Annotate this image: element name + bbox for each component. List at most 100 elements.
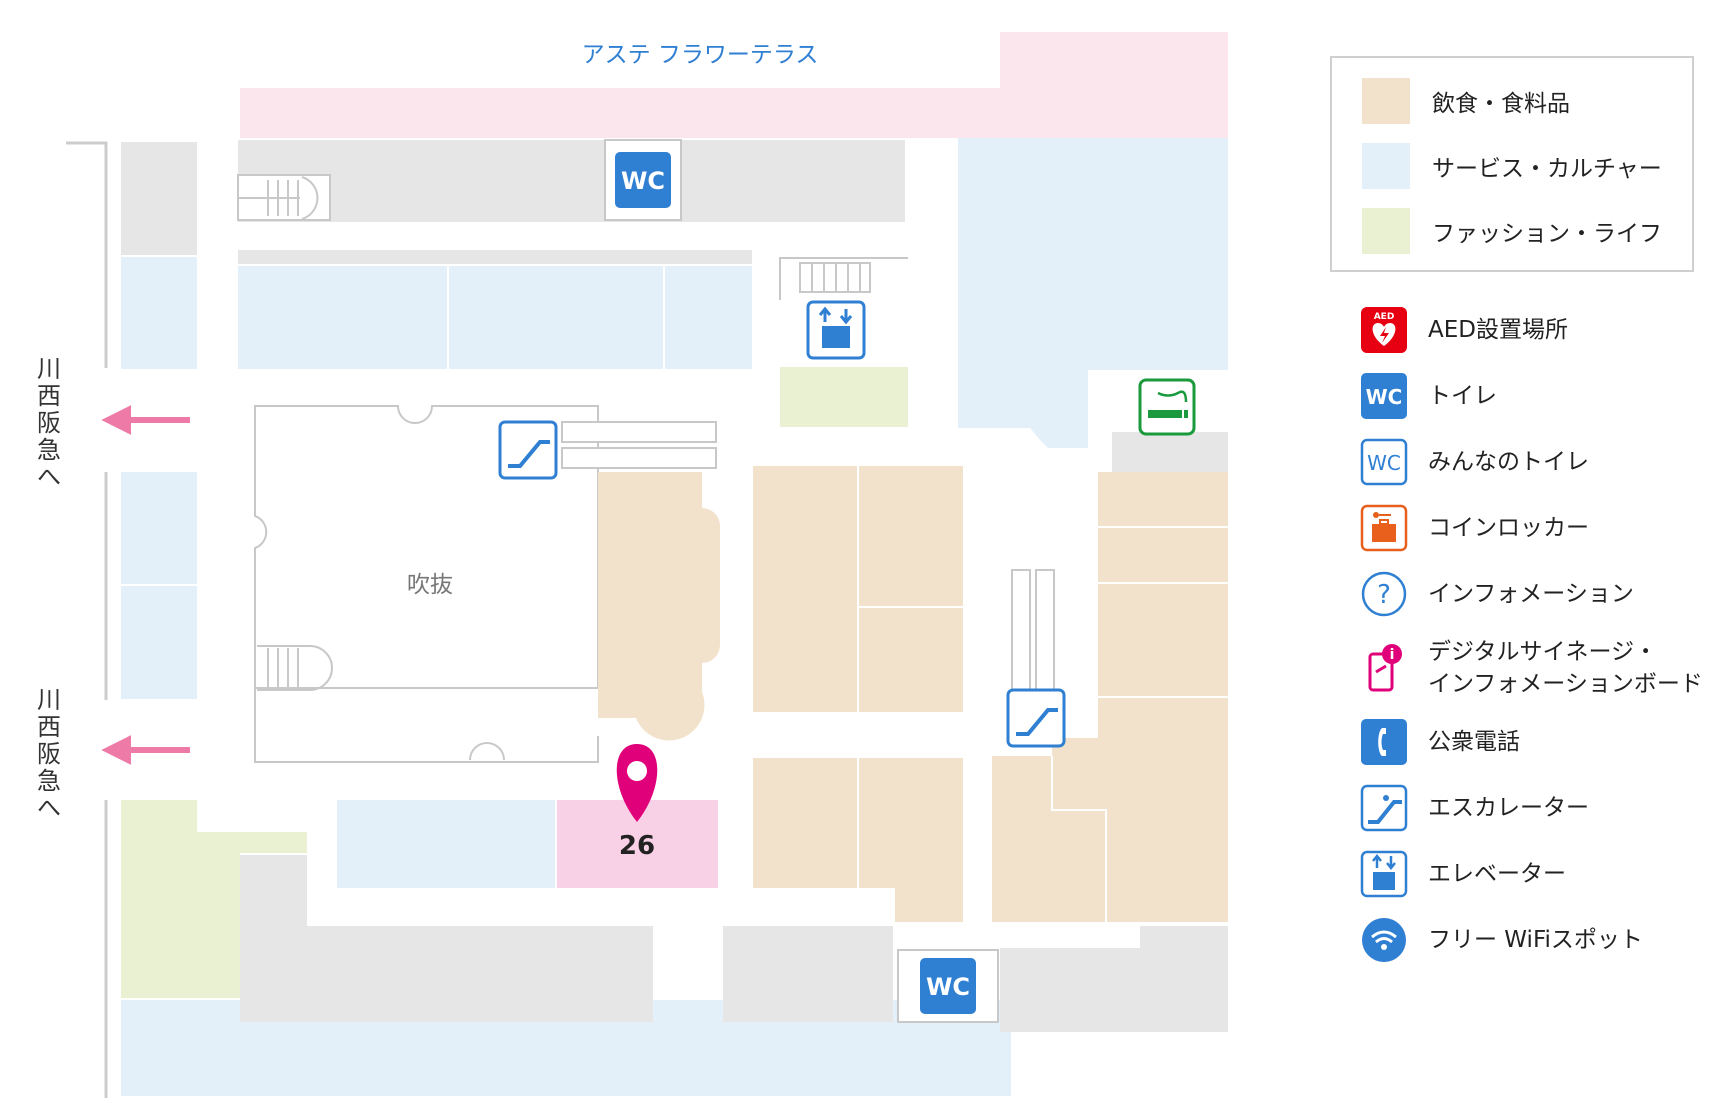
public-phone-icon [1360, 718, 1408, 766]
legend-swatch-fashion [1362, 208, 1410, 254]
stair-top-left-curve [301, 176, 319, 220]
location-pin-hole [627, 761, 647, 781]
shop-food-b [859, 466, 963, 606]
exit-arrow-top-icon [101, 405, 190, 435]
shop-left-5 [121, 800, 307, 998]
shop-left-1 [121, 142, 197, 255]
wc-bottom-label: WC [926, 973, 970, 1001]
wc-top-label: WC [621, 167, 665, 195]
coin-locker-icon [1360, 504, 1408, 552]
wc-top-icon[interactable] [615, 152, 671, 208]
escalator-right-steps-2 [1035, 569, 1055, 691]
shop-food-tall [598, 472, 720, 741]
marker-number: 26 [619, 831, 655, 861]
shop-food-right-3 [1098, 584, 1228, 696]
digital-signage-icon: i [1360, 644, 1408, 692]
exit-arrow-bottom-icon [101, 735, 190, 765]
legend-item-information: ? インフォメーション [1360, 570, 1634, 618]
elevator-map-car [822, 326, 850, 348]
legend-item-digital-signage: i デジタルサイネージ・インフォメーションボード [1360, 636, 1703, 700]
shop-service-c [665, 266, 752, 369]
legend-icon-label: コインロッカー [1428, 515, 1589, 541]
legend-icon-label: フリー WiFiスポット [1428, 927, 1643, 953]
legend-category-food: 飲食・食料品 [1362, 78, 1570, 124]
svg-text:WC: WC [1366, 385, 1403, 409]
legend-category-fashion: ファッション・ライフ [1362, 208, 1662, 254]
atrium-frame-lower [254, 688, 599, 763]
legend-icon-label-line2: インフォメーションボード [1428, 671, 1703, 697]
bottom-grey-mid [723, 926, 893, 1022]
floor-map: アステ フラワーテラス WC 吹抜 [66, 32, 1228, 1098]
legend-icon-label: AED設置場所 [1428, 317, 1568, 343]
legend-item-elevator: エレベーター [1360, 850, 1566, 898]
legend-category-label: サービス・カルチャー [1432, 156, 1662, 182]
legend-item-wc: WC トイレ [1360, 372, 1497, 420]
escalator-right-steps-1 [1011, 569, 1031, 691]
legend-item-multipurpose-wc: WC みんなのトイレ [1360, 438, 1589, 486]
bottom-grey-left [240, 855, 653, 1022]
left-wall-top [66, 141, 108, 368]
wc-icon: WC [1360, 372, 1408, 420]
shop-service-right [958, 138, 1228, 448]
shop-fashion-mid [780, 367, 908, 427]
exit-label-bottom: 川西阪急へ [37, 686, 61, 822]
wifi-icon [1360, 916, 1408, 964]
escalator-right-icon-glyph [1016, 708, 1058, 736]
flower-terrace-area [240, 32, 1228, 138]
svg-text:WC: WC [1367, 451, 1401, 475]
shop-left-2 [121, 257, 197, 369]
legend-item-wifi: フリー WiFiスポット [1360, 916, 1643, 964]
legend-icon-label: 公衆電話 [1428, 729, 1520, 755]
shop-service-bottom [337, 800, 555, 888]
flower-terrace-label: アステ フラワーテラス [582, 42, 819, 68]
aed-icon: AED [1360, 306, 1408, 354]
legend-item-public-phone: 公衆電話 [1360, 718, 1520, 766]
svg-text:?: ? [1377, 580, 1391, 610]
legend-swatch-food [1362, 78, 1410, 124]
wc-bottom-icon[interactable] [920, 958, 976, 1014]
atrium-bottom-notch [469, 742, 505, 761]
svg-text:i: i [1390, 647, 1395, 663]
legend-icon-label: みんなのトイレ [1428, 449, 1589, 475]
location-pin-icon [616, 744, 658, 822]
escalator-top-icon-glyph [508, 440, 550, 468]
bottom-grey-right [1000, 926, 1228, 1032]
legend-item-coin-locker: コインロッカー [1360, 504, 1589, 552]
legend-icon-label: エレベーター [1428, 861, 1566, 887]
shop-food-right-1 [1098, 472, 1228, 526]
shop-food-e [859, 758, 963, 922]
elevator-stair-steps [799, 262, 871, 293]
smoking-room-grey [1112, 432, 1228, 472]
legend-icon-label: エスカレーター [1428, 795, 1589, 821]
smoking-icon[interactable] [1138, 378, 1196, 436]
shop-left-3 [121, 472, 197, 584]
multipurpose-wc-icon: WC [1360, 438, 1408, 486]
corridor-strip [238, 250, 752, 264]
escalator-icon [1360, 784, 1408, 832]
elevator-map-arrows [818, 306, 853, 325]
legend-icon-label-line1: デジタルサイネージ・ [1428, 639, 1658, 665]
atrium-stair-bottom [257, 645, 333, 691]
legend-category-service: サービス・カルチャー [1362, 143, 1662, 189]
legend-item-escalator: エスカレーター [1360, 784, 1589, 832]
stair-top-left-steps [238, 180, 300, 216]
shop-food-right-2 [1098, 528, 1228, 582]
legend-category-label: ファッション・ライフ [1432, 221, 1662, 247]
elevator-icon [1360, 850, 1408, 898]
svg-text:AED: AED [1374, 312, 1395, 322]
escalator-top-steps-1 [561, 421, 717, 443]
shop-food-c [859, 608, 963, 712]
exit-label-top: 川西阪急へ [37, 355, 61, 491]
legend-category-label: 飲食・食料品 [1432, 91, 1570, 117]
shop-service-b [449, 266, 663, 369]
legend-icon-label: デジタルサイネージ・インフォメーションボード [1428, 636, 1703, 700]
escalator-right-icon[interactable] [1006, 688, 1066, 748]
category-legend: 飲食・食料品 サービス・カルチャー ファッション・ライフ [1330, 56, 1694, 272]
escalator-top-icon[interactable] [498, 420, 558, 480]
elevator-stair-frame [779, 257, 908, 300]
shop-food-a [753, 466, 857, 712]
smoking-icon-tip [1184, 410, 1188, 418]
shop-food-right-4 [992, 698, 1228, 922]
shop-food-right-4-lines [1051, 756, 1107, 922]
escalator-top-steps-2 [561, 447, 717, 469]
